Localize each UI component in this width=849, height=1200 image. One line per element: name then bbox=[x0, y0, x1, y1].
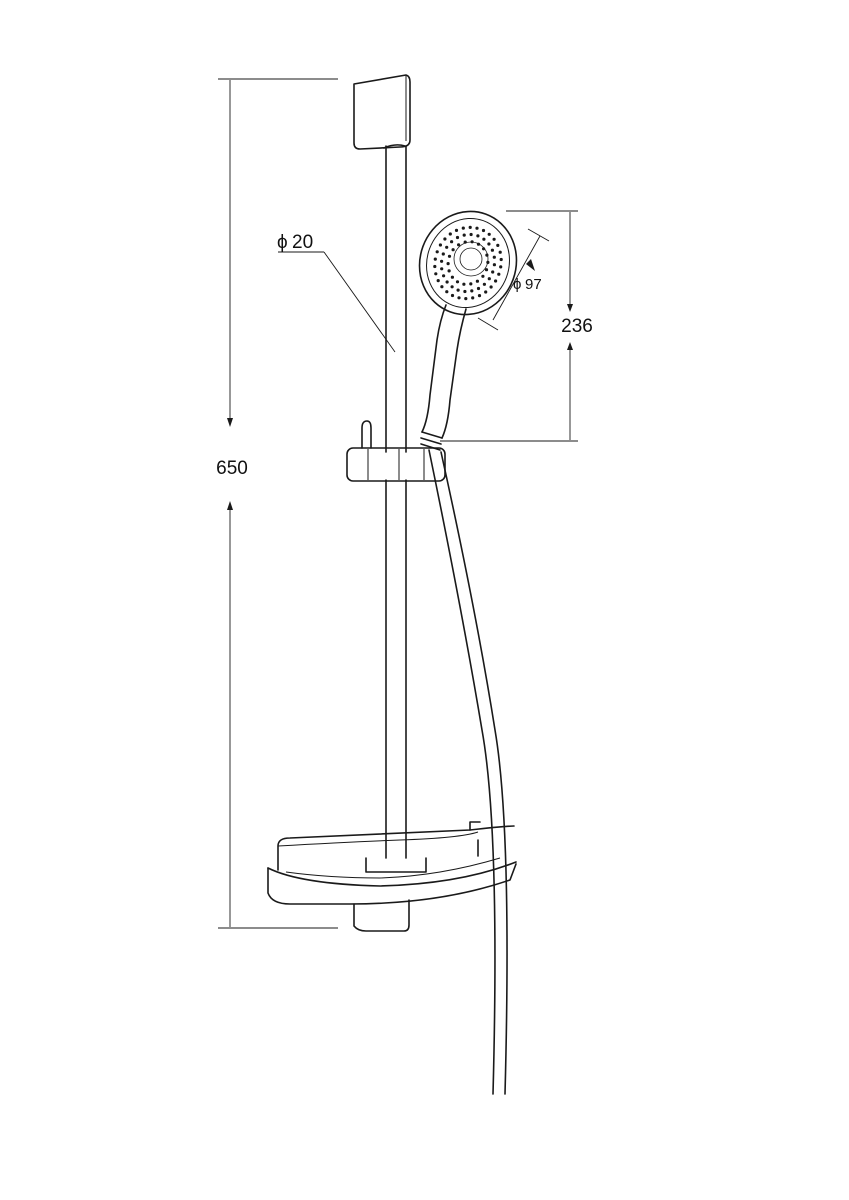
nozzle-dot bbox=[470, 289, 474, 293]
nozzle-dot bbox=[499, 265, 503, 269]
nozzle-dot bbox=[482, 237, 486, 241]
nozzle-dot bbox=[482, 282, 486, 286]
nozzle-dot bbox=[451, 248, 455, 252]
rail-diameter-symbol: ϕ bbox=[277, 232, 288, 253]
nozzle-dot bbox=[494, 279, 498, 283]
head-diameter-symbol: ϕ bbox=[513, 276, 521, 293]
slider-holder bbox=[346, 420, 446, 482]
nozzle-dot bbox=[454, 228, 459, 232]
nozzle-dot bbox=[477, 294, 482, 298]
nozzle-dot bbox=[487, 277, 491, 281]
overall-height-label: 650 bbox=[216, 458, 248, 479]
nozzle-dot bbox=[462, 233, 466, 237]
nozzle-dot bbox=[457, 296, 461, 300]
nozzle-dot bbox=[482, 247, 486, 251]
handshower-length-label: 236 bbox=[561, 316, 593, 337]
nozzle-dot bbox=[440, 259, 444, 263]
nozzle-dot bbox=[450, 240, 454, 244]
nozzle-dot bbox=[484, 290, 488, 294]
nozzle-dot bbox=[496, 243, 500, 247]
nozzle-dot bbox=[461, 226, 465, 230]
spray-nozzles bbox=[433, 225, 503, 301]
nozzle-dot bbox=[441, 252, 445, 256]
nozzle-dot bbox=[463, 289, 467, 294]
nozzle-dot bbox=[445, 290, 449, 294]
nozzle-dot bbox=[455, 280, 460, 284]
nozzle-dot bbox=[481, 274, 485, 278]
nozzle-dot bbox=[440, 267, 444, 271]
head-diameter-label: 97 bbox=[525, 276, 542, 293]
nozzle-dot bbox=[489, 285, 493, 289]
nozzle-dot bbox=[468, 225, 472, 229]
nozzle-dot bbox=[433, 264, 437, 269]
nozzle-dot bbox=[433, 257, 437, 261]
nozzle-dot bbox=[497, 272, 501, 276]
nozzle-dot bbox=[463, 240, 467, 244]
nozzle-dot bbox=[456, 288, 460, 292]
nozzle-dot bbox=[445, 280, 449, 284]
nozzle-dot bbox=[469, 232, 473, 237]
nozzle-dot bbox=[469, 282, 473, 286]
nozzle-dot bbox=[448, 232, 452, 236]
nozzle-dot bbox=[487, 242, 491, 246]
nozzle-dot bbox=[462, 282, 466, 286]
nozzle-dot bbox=[484, 268, 489, 272]
nozzle-dot bbox=[475, 279, 479, 283]
nozzle-dot bbox=[443, 237, 447, 241]
nozzle-dot bbox=[457, 243, 461, 247]
overall-height-dimension: 650 bbox=[216, 78, 338, 929]
nozzle-dot bbox=[450, 275, 454, 279]
nozzle-dot bbox=[464, 297, 468, 301]
nozzle-dot bbox=[491, 270, 495, 274]
nozzle-dot bbox=[492, 255, 496, 259]
nozzle-dot bbox=[490, 248, 494, 252]
rail-diameter-label: 20 bbox=[292, 232, 313, 253]
nozzle-dot bbox=[455, 235, 460, 240]
soap-basket bbox=[267, 821, 517, 932]
nozzle-dot bbox=[476, 234, 480, 238]
nozzle-dot bbox=[435, 250, 439, 254]
nozzle-dot bbox=[436, 279, 440, 283]
nozzle-dot bbox=[442, 274, 446, 278]
nozzle-dot bbox=[438, 243, 442, 247]
nozzle-dot bbox=[440, 285, 444, 289]
nozzle-dot bbox=[446, 262, 450, 266]
shower-hose bbox=[428, 449, 508, 1095]
nozzle-dot bbox=[447, 254, 452, 258]
nozzle-dot bbox=[470, 240, 474, 244]
nozzle-dot bbox=[447, 269, 451, 273]
nozzle-dot bbox=[498, 250, 502, 254]
head-diameter-dimension: ϕ 97 bbox=[477, 228, 550, 331]
hand-shower bbox=[418, 210, 518, 451]
nozzle-dot bbox=[475, 226, 479, 230]
nozzle-dot bbox=[487, 232, 491, 236]
nozzle-dot bbox=[476, 286, 481, 291]
nozzle-dot bbox=[492, 263, 496, 267]
nozzle-dot bbox=[499, 257, 503, 262]
nozzle-dot bbox=[481, 228, 486, 233]
nozzle-dot bbox=[492, 237, 496, 241]
nozzle-dot bbox=[471, 296, 475, 300]
nozzle-dot bbox=[485, 253, 489, 257]
nozzle-dot bbox=[476, 242, 481, 246]
slide-rail bbox=[385, 145, 407, 859]
rail-diameter-callout: ϕ 20 bbox=[277, 232, 396, 353]
nozzle-dot bbox=[434, 272, 438, 276]
nozzle-dot bbox=[450, 293, 455, 298]
nozzle-dot bbox=[445, 245, 449, 249]
nozzle-dot bbox=[450, 285, 454, 289]
handshower-length-dimension: 236 bbox=[440, 210, 593, 442]
top-wall-bracket bbox=[353, 74, 411, 150]
nozzle-dot bbox=[486, 260, 490, 264]
